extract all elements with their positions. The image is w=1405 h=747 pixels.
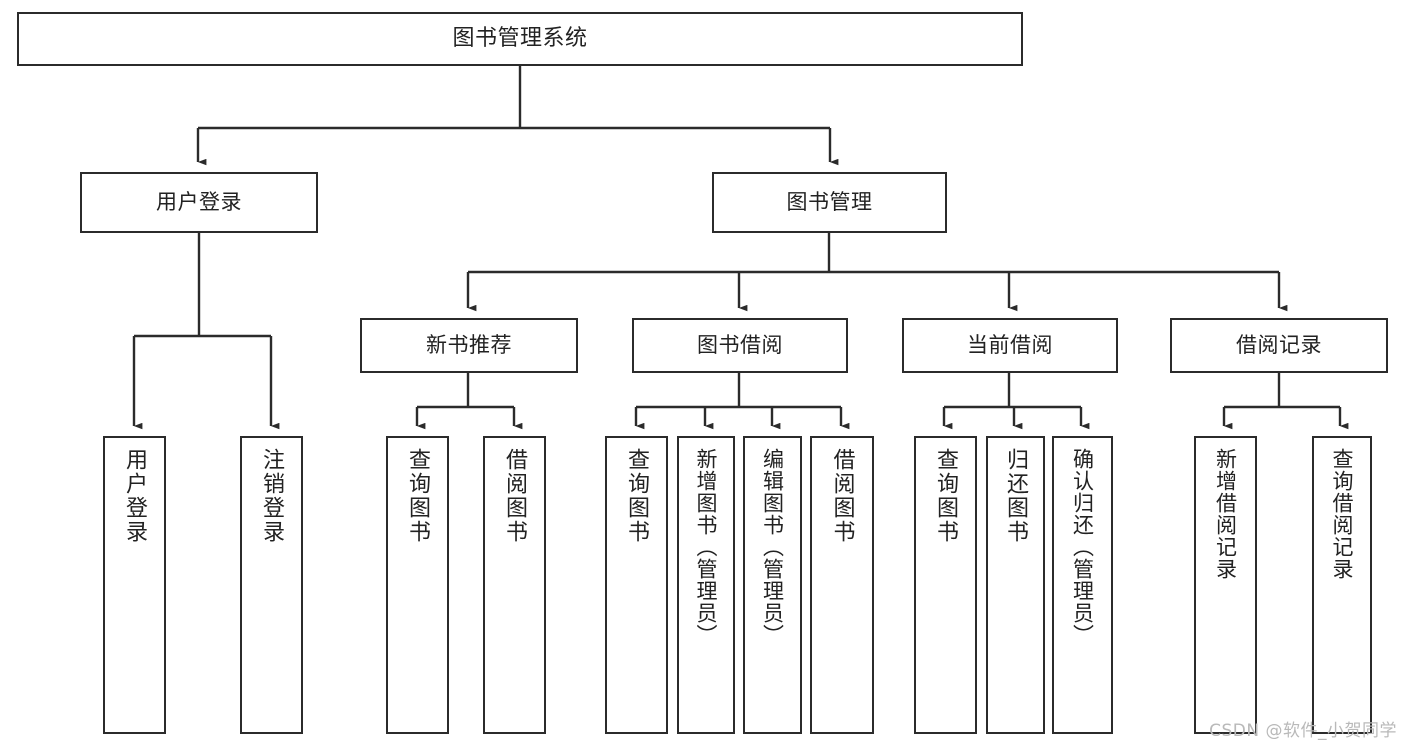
- leaf-current-borrow-confirm-return[interactable]: 确认归还（管理员）: [1052, 436, 1113, 734]
- csdn-watermark: CSDN @软件_小贺同学: [1209, 721, 1397, 741]
- leaf-new-book-borrow[interactable]: 借阅图书: [483, 436, 546, 734]
- leaf-book-borrow-query[interactable]: 查询图书: [605, 436, 668, 734]
- node-label: 图书管理系统: [452, 25, 588, 51]
- node-borrow-record[interactable]: 借阅记录: [1170, 318, 1388, 373]
- leaf-borrow-record-query[interactable]: 查询借阅记录: [1312, 436, 1372, 734]
- leaf-user-login-login[interactable]: 用户登录: [103, 436, 166, 734]
- node-label: 当前借阅: [967, 332, 1053, 357]
- node-label: 借阅记录: [1236, 332, 1322, 357]
- node-label: 查询图书: [933, 448, 959, 544]
- node-label: 新增图书（管理员）: [694, 448, 719, 646]
- node-label: 查询图书: [405, 448, 431, 544]
- leaf-borrow-record-add[interactable]: 新增借阅记录: [1194, 436, 1257, 734]
- node-user-login[interactable]: 用户登录: [80, 172, 318, 233]
- leaf-user-login-logout[interactable]: 注销登录: [240, 436, 303, 734]
- node-label: 用户登录: [156, 189, 242, 214]
- node-label: 新增借阅记录: [1213, 448, 1238, 580]
- leaf-book-borrow-edit[interactable]: 编辑图书（管理员）: [743, 436, 802, 734]
- node-label: 注销登录: [259, 448, 285, 544]
- node-label: 借阅图书: [502, 448, 528, 544]
- node-label: 确认归还（管理员）: [1070, 448, 1095, 646]
- node-current-borrow[interactable]: 当前借阅: [902, 318, 1118, 373]
- node-label: 归还图书: [1003, 448, 1029, 544]
- leaf-new-book-query[interactable]: 查询图书: [386, 436, 449, 734]
- node-book-borrow[interactable]: 图书借阅: [632, 318, 848, 373]
- leaf-book-borrow-borrow[interactable]: 借阅图书: [810, 436, 874, 734]
- node-new-book-recommend[interactable]: 新书推荐: [360, 318, 578, 373]
- node-label: 借阅图书: [829, 448, 855, 544]
- node-book-management[interactable]: 图书管理: [712, 172, 947, 233]
- node-label: 编辑图书（管理员）: [760, 448, 785, 646]
- leaf-current-borrow-query[interactable]: 查询图书: [914, 436, 977, 734]
- node-label: 新书推荐: [426, 332, 512, 357]
- leaf-book-borrow-add[interactable]: 新增图书（管理员）: [677, 436, 735, 734]
- node-label: 查询借阅记录: [1330, 448, 1355, 580]
- node-label: 用户登录: [122, 448, 148, 544]
- node-root-system[interactable]: 图书管理系统: [17, 12, 1023, 66]
- node-label: 查询图书: [624, 448, 650, 544]
- node-label: 图书借阅: [697, 332, 783, 357]
- leaf-current-borrow-return[interactable]: 归还图书: [986, 436, 1045, 734]
- node-label: 图书管理: [786, 189, 873, 214]
